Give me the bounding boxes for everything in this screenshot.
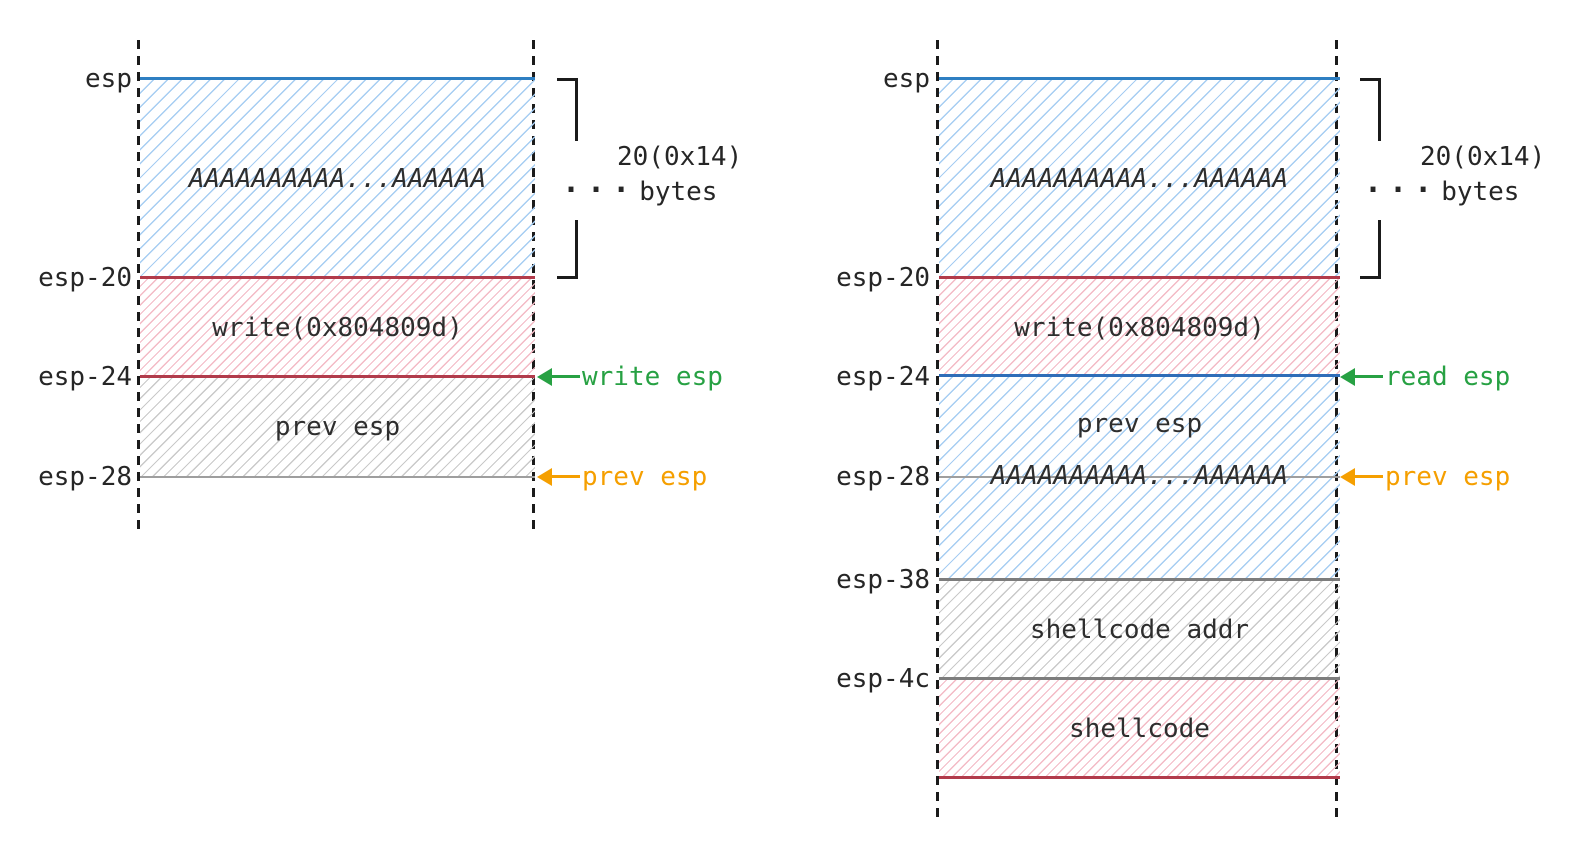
shellcode-label: shellcode	[1069, 713, 1210, 744]
esp-20-line	[939, 276, 1340, 279]
shellcode-addr-label: shellcode addr	[1029, 614, 1250, 645]
return-address-region: write(0x804809d)	[140, 278, 535, 377]
saved-esp-label: prev esp	[274, 412, 401, 442]
ellipsis-dots: ···	[562, 173, 638, 208]
esp-line	[939, 77, 1340, 80]
bracket-unit-label: bytes	[639, 177, 718, 207]
return-address-label: write(0x804809d)	[212, 312, 463, 343]
return-address-region: write(0x804809d)	[939, 278, 1340, 377]
esp-24-label: esp-24	[38, 362, 132, 392]
shellcode-region: shellcode	[939, 679, 1340, 778]
esp-28-label: esp-28	[836, 462, 930, 492]
bracket-size-text: 20(0x14)	[617, 142, 743, 172]
saved-esp-region: prev esp	[140, 377, 535, 477]
esp-28-line	[140, 476, 535, 478]
bracket-unit-text: ···bytes	[1364, 173, 1520, 208]
esp-24-label: esp-24	[836, 362, 930, 392]
buffer-region-label: AAAAAAAAAA...AAAAAA	[990, 164, 1289, 194]
buffer-region-label: AAAAAAAAAA...AAAAAA	[188, 164, 487, 194]
overwritten-prev-esp-label: prev esp	[1076, 409, 1203, 439]
overwritten-region	[939, 377, 1340, 580]
write-esp-arrow-label: write esp	[582, 362, 723, 392]
esp-38-line	[939, 578, 1340, 581]
esp-line	[140, 77, 535, 80]
bracket-unit-text: ···bytes	[562, 173, 718, 208]
esp-label: esp	[883, 64, 930, 94]
read-esp-arrow-label: read esp	[1385, 362, 1511, 392]
overwritten-buffer-label: AAAAAAAAAA...AAAAAA	[990, 461, 1289, 491]
right-diagram-left-dashed-line	[936, 40, 939, 820]
esp-20-label: esp-20	[38, 263, 132, 293]
bracket-size-text: 20(0x14)	[1420, 142, 1546, 172]
esp-4c-line	[939, 677, 1340, 680]
esp-20-label: esp-20	[836, 263, 930, 293]
esp-20-line	[140, 276, 535, 279]
esp-24-line	[140, 375, 535, 378]
esp-38-label: esp-38	[836, 565, 930, 595]
esp-4c-label: esp-4c	[836, 664, 930, 694]
left-diagram-left-dashed-line	[137, 40, 140, 533]
esp-label: esp	[85, 64, 132, 94]
buffer-region: AAAAAAAAAA...AAAAAA	[939, 80, 1340, 278]
esp-28-label: esp-28	[38, 462, 132, 492]
buffer-region: AAAAAAAAAA...AAAAAA	[140, 80, 535, 278]
prev-esp-arrow-label: prev esp	[582, 462, 708, 492]
shellcode-addr-region: shellcode addr	[939, 580, 1340, 679]
ellipsis-dots: ···	[1364, 173, 1440, 208]
bracket-unit-label: bytes	[1441, 177, 1520, 207]
esp-28-line	[939, 476, 1340, 478]
return-address-label: write(0x804809d)	[1014, 312, 1265, 343]
prev-esp-arrow-label: prev esp	[1385, 462, 1511, 492]
esp-24-line	[939, 374, 1340, 377]
stack-bottom-line	[939, 776, 1340, 779]
